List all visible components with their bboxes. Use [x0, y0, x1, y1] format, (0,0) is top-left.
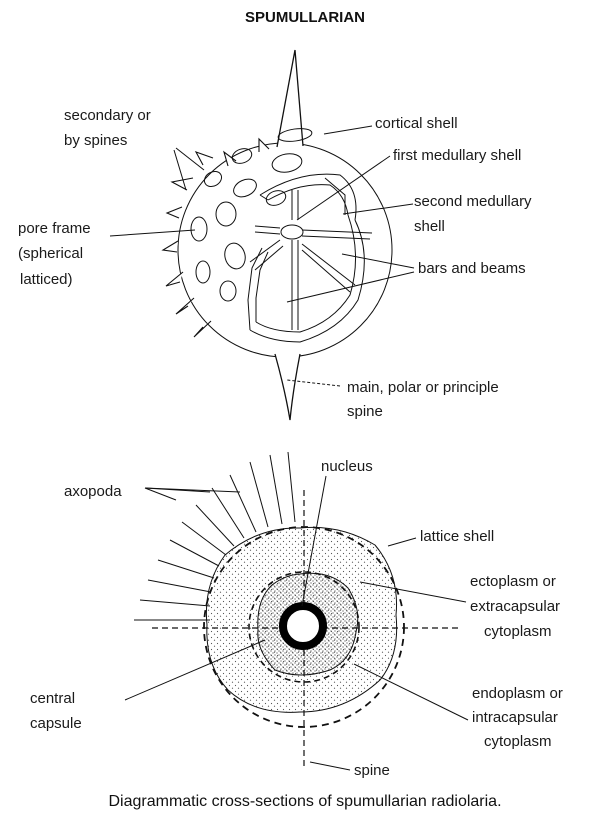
label-endoplasm-line3: cytoplasm [484, 733, 552, 750]
label-endoplasm-line1: endoplasm or [472, 685, 563, 702]
top-leader-lines [110, 126, 414, 386]
label-central-capsule-line1: central [30, 690, 75, 707]
label-ectoplasm-line2: extracapsular [470, 598, 560, 615]
label-first-medullary-shell: first medullary shell [393, 147, 521, 164]
label-lattice-shell: lattice shell [420, 528, 494, 545]
first-medullary-shell-shape [281, 225, 303, 239]
medullary-shells [248, 174, 372, 342]
figure-caption: Diagrammatic cross-sections of spumullar… [108, 793, 501, 810]
label-second-medullary-shell-line2: shell [414, 218, 445, 235]
label-endoplasm-line2: intracapsular [472, 709, 558, 726]
pores [191, 127, 313, 301]
label-central-capsule-line2: capsule [30, 715, 82, 732]
label-axopoda: axopoda [64, 483, 122, 500]
label-pore-frame-line1: pore frame [18, 220, 91, 237]
label-ectoplasm-line1: ectoplasm or [470, 573, 556, 590]
cell-illustration [134, 452, 460, 770]
label-nucleus: nucleus [321, 458, 373, 475]
label-main-spine-line2: spine [347, 403, 383, 420]
label-secondary-spines-line2: by spines [64, 132, 127, 149]
label-second-medullary-shell-line1: second medullary [414, 193, 532, 210]
top-spine-shape [277, 50, 303, 147]
label-spine: spine [354, 762, 390, 779]
diagram-title: SPUMULLARIAN [245, 9, 365, 26]
label-pore-frame-line3: latticed) [20, 271, 73, 288]
label-bars-and-beams: bars and beams [418, 260, 526, 277]
label-ectoplasm-line3: cytoplasm [484, 623, 552, 640]
label-pore-frame-line2: (spherical [18, 245, 83, 262]
cortical-shell-shape [178, 143, 392, 357]
nucleus-shape [283, 606, 323, 646]
main-spine-shape [275, 354, 300, 420]
label-main-spine-line1: main, polar or principle [347, 379, 499, 396]
label-secondary-spines-line1: secondary or [64, 107, 151, 124]
skeleton-illustration [163, 50, 392, 420]
label-cortical-shell: cortical shell [375, 115, 458, 132]
